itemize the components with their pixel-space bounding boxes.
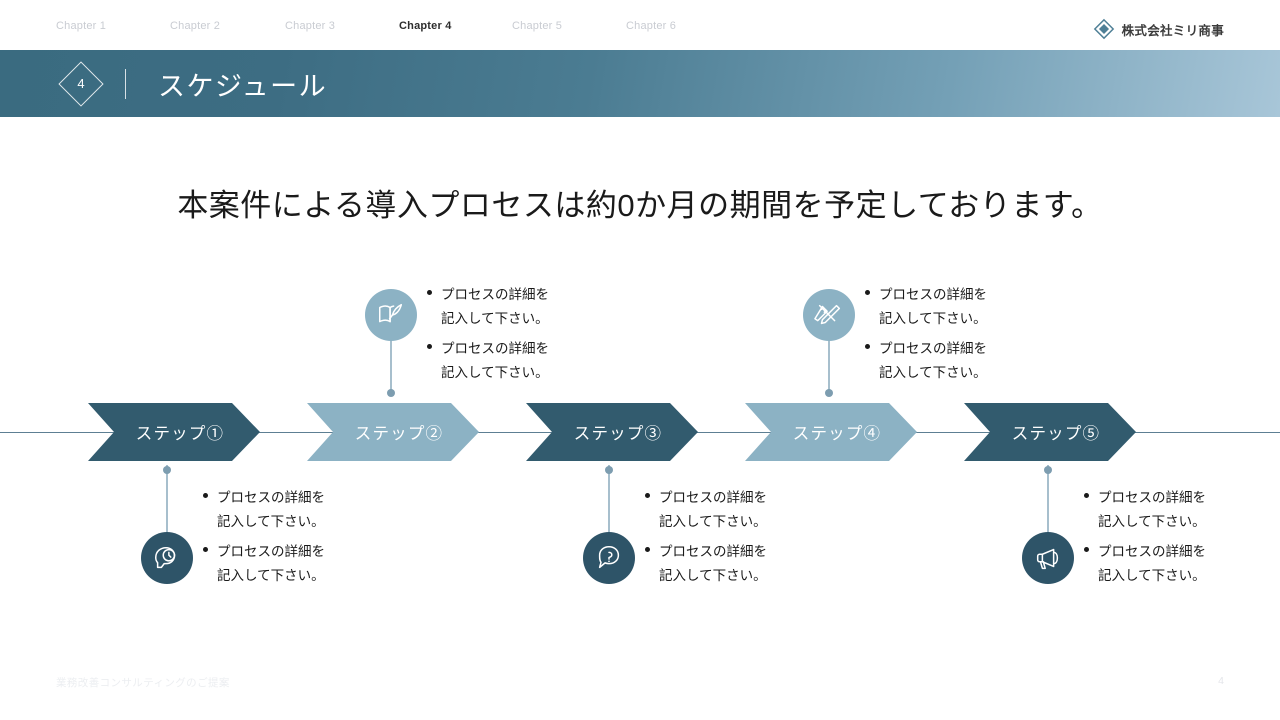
page-headline: 本案件による導入プロセスは約0か月の期間を予定しております。 <box>177 188 1103 223</box>
bullet-item: プロセスの詳細を 記入して下さい。 <box>865 337 987 384</box>
timeline-step-2[interactable]: ステップ② <box>307 403 479 461</box>
step-bullet-list: プロセスの詳細を 記入して下さい。プロセスの詳細を 記入して下さい。 <box>203 486 325 595</box>
bullet-item: プロセスの詳細を 記入して下さい。 <box>203 540 325 587</box>
bullet-dot-icon <box>203 547 208 553</box>
chapter-nav-item-3[interactable]: Chapter 3 <box>285 20 336 32</box>
bullet-dot-icon <box>865 344 870 350</box>
chapter-nav-item-4[interactable]: Chapter 4 <box>399 20 452 32</box>
step-connector-line <box>166 465 168 535</box>
bullet-item: プロセスの詳細を 記入して下さい。 <box>1084 486 1206 533</box>
step-connector-dot <box>1044 466 1052 474</box>
bullet-dot-icon <box>865 290 870 295</box>
timeline-step-label: ステップ② <box>354 425 444 443</box>
bullet-text: プロセスの詳細を 記入して下さい。 <box>217 544 325 583</box>
bullet-dot-icon <box>203 493 208 498</box>
timeline-step-5[interactable]: ステップ⑤ <box>964 403 1136 461</box>
bullet-item: プロセスの詳細を 記入して下さい。 <box>645 486 767 533</box>
chapter-nav-item-5[interactable]: Chapter 5 <box>512 20 563 32</box>
step-connector-line <box>828 330 830 396</box>
chapter-nav-item-2[interactable]: Chapter 2 <box>170 20 221 32</box>
step-bullet-list: プロセスの詳細を 記入して下さい。プロセスの詳細を 記入して下さい。 <box>1084 486 1206 595</box>
megaphone-icon <box>1022 532 1074 584</box>
timeline-step-3[interactable]: ステップ③ <box>526 403 698 461</box>
bullet-text: プロセスの詳細を 記入して下さい。 <box>659 490 767 529</box>
bullet-dot-icon <box>645 493 650 498</box>
head-speech-bubble-icon <box>141 532 193 584</box>
section-title: スケジュール <box>158 71 328 101</box>
bullet-item: プロセスの詳細を 記入して下さい。 <box>1084 540 1206 587</box>
step-bullet-list: プロセスの詳細を 記入して下さい。プロセスの詳細を 記入して下さい。 <box>645 486 767 595</box>
step-connector-line <box>1047 465 1049 535</box>
section-number: 4 <box>77 76 85 91</box>
bullet-dot-icon <box>1084 547 1089 553</box>
book-quill-icon <box>365 289 417 341</box>
timeline-step-4[interactable]: ステップ④ <box>745 403 917 461</box>
bullet-dot-icon <box>427 290 432 295</box>
ruler-pencil-icon <box>803 289 855 341</box>
chapter-nav-item-1[interactable]: Chapter 1 <box>56 20 107 32</box>
bullet-dot-icon <box>427 344 432 350</box>
section-number-diamond: 4 <box>58 60 104 107</box>
bullet-dot-icon <box>1084 493 1089 498</box>
timeline-step-label: ステップ⑤ <box>1011 425 1101 443</box>
diamond-logo-icon <box>1093 18 1114 40</box>
bullet-text: プロセスの詳細を 記入して下さい。 <box>659 544 767 583</box>
band-separator <box>125 68 126 99</box>
bullet-item: プロセスの詳細を 記入して下さい。 <box>427 283 549 330</box>
step-connector-dot <box>605 466 613 474</box>
step-connector-dot <box>387 389 395 397</box>
bullet-text: プロセスの詳細を 記入して下さい。 <box>879 287 987 326</box>
chapter-nav: Chapter 1 Chapter 2 Chapter 3 Chapter 4 Chap… <box>0 0 1280 50</box>
step-connector-line <box>608 465 610 535</box>
step-bullet-list: プロセスの詳細を 記入して下さい。プロセスの詳細を 記入して下さい。 <box>427 283 549 392</box>
step-connector-dot <box>825 389 833 397</box>
step-connector-dot <box>163 466 171 474</box>
bullet-text: プロセスの詳細を 記入して下さい。 <box>1098 490 1206 529</box>
bullet-text: プロセスの詳細を 記入して下さい。 <box>441 287 549 326</box>
bullet-item: プロセスの詳細を 記入して下さい。 <box>865 283 987 330</box>
bullet-item: プロセスの詳細を 記入して下さい。 <box>203 486 325 533</box>
bullet-item: プロセスの詳細を 記入して下さい。 <box>645 540 767 587</box>
step-bullet-list: プロセスの詳細を 記入して下さい。プロセスの詳細を 記入して下さい。 <box>865 283 987 392</box>
brand-logo: 株式会社ミリ商事 <box>1093 18 1224 40</box>
bullet-text: プロセスの詳細を 記入して下さい。 <box>217 490 325 529</box>
bullet-text: プロセスの詳細を 記入して下さい。 <box>879 341 987 380</box>
timeline-step-label: ステップ③ <box>573 425 663 443</box>
speech-bubble-pin-icon <box>583 532 635 584</box>
footer-page-number: 4 <box>1218 675 1224 687</box>
timeline-step-label: ステップ① <box>135 425 225 443</box>
bullet-text: プロセスの詳細を 記入して下さい。 <box>1098 544 1206 583</box>
bullet-dot-icon <box>645 547 650 553</box>
chapter-nav-item-6[interactable]: Chapter 6 <box>626 20 677 32</box>
timeline-step-label: ステップ④ <box>792 425 882 443</box>
timeline-step-1[interactable]: ステップ① <box>88 403 260 461</box>
bullet-text: プロセスの詳細を 記入して下さい。 <box>441 341 549 380</box>
section-title-band: 4 スケジュール <box>0 50 1280 117</box>
step-connector-line <box>390 330 392 396</box>
footer-text: 業務改善コンサルティングのご提案 <box>56 677 230 689</box>
brand-name: 株式会社ミリ商事 <box>1121 23 1224 38</box>
bullet-item: プロセスの詳細を 記入して下さい。 <box>427 337 549 384</box>
